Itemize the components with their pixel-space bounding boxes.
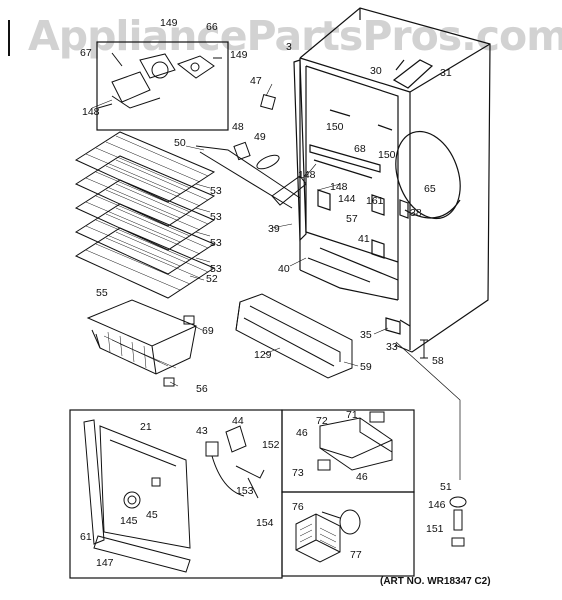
part-label-150: 150 (378, 149, 396, 161)
part-label-61: 61 (80, 531, 92, 543)
part-label-145: 145 (120, 515, 138, 527)
damper-inset (281, 491, 415, 577)
part-label-51: 51 (440, 481, 452, 493)
part-label-59: 59 (360, 361, 372, 373)
watermark: AppliancePartsPros.com (28, 12, 562, 60)
part-label-65: 65 (424, 183, 436, 195)
part-label-76: 76 (292, 501, 304, 513)
part-label-151: 151 (426, 523, 444, 535)
part-label-67: 67 (80, 47, 92, 59)
part-label-77: 77 (350, 549, 362, 561)
part-label-66: 66 (206, 21, 218, 33)
part-label-148: 148 (330, 181, 348, 193)
part-label-33: 33 (386, 341, 398, 353)
part-label-144: 144 (338, 193, 356, 205)
part-label-41: 41 (358, 233, 370, 245)
part-number-labels: 149 149 66 67 148 47 3 30 31 48 49 50 150 68 150 148 148… (80, 17, 452, 569)
part-label-150: 150 (326, 121, 344, 133)
part-label-161: 161 (366, 195, 384, 207)
part-47-block (260, 94, 276, 110)
part-label-72: 72 (316, 415, 328, 427)
part-label-52: 52 (206, 273, 218, 285)
part-label-30: 30 (370, 65, 382, 77)
part-label-39: 39 (268, 223, 280, 235)
part-label-68: 68 (354, 143, 366, 155)
fan-motor-inset (96, 41, 229, 131)
part-label-53: 53 (210, 263, 222, 275)
part-label-57: 57 (346, 213, 358, 225)
part-label-31: 31 (440, 67, 452, 79)
part-label-69: 69 (202, 325, 214, 337)
door-trim-strip (271, 175, 307, 206)
kick-panel (235, 293, 353, 379)
part-label-149: 149 (230, 49, 248, 61)
art-number: (ART NO. WR18347 C2) (380, 576, 491, 587)
part-label-149: 149 (160, 17, 178, 29)
part-label-146: 146 (428, 499, 446, 511)
part-label-148: 148 (298, 169, 316, 181)
part-label-45: 45 (146, 509, 158, 521)
part-label-152: 152 (262, 439, 280, 451)
part-label-55: 55 (96, 287, 108, 299)
part-label-40: 40 (278, 263, 290, 275)
part-label-53: 53 (210, 237, 222, 249)
part-label-154: 154 (256, 517, 274, 529)
part-label-148: 148 (82, 106, 100, 118)
light-socket (233, 141, 280, 170)
part-label-43: 43 (196, 425, 208, 437)
wire-basket (86, 299, 198, 387)
part-label-71: 71 (346, 409, 358, 421)
part-label-50: 50 (174, 137, 186, 149)
freezer-cabinet (293, 7, 491, 353)
part-label-46: 46 (296, 427, 308, 439)
part-label-3: 3 (286, 41, 292, 53)
part-label-46: 46 (356, 471, 368, 483)
part-label-21: 21 (140, 421, 152, 433)
part-label-49: 49 (254, 131, 266, 143)
screw-58 (420, 339, 428, 359)
part-label-35: 35 (360, 329, 372, 341)
thermostat-inset (281, 409, 415, 493)
text-cursor-bar (8, 20, 10, 56)
control-housing-inset (69, 409, 283, 579)
part-label-44: 44 (232, 415, 244, 427)
leveling-leg (449, 496, 467, 508)
part-label-56: 56 (196, 383, 208, 395)
part-label-38: 38 (410, 207, 422, 219)
part-label-47: 47 (250, 75, 262, 87)
part-label-153: 153 (236, 485, 254, 497)
part-label-53: 53 (210, 211, 222, 223)
part-label-48: 48 (232, 121, 244, 133)
part-label-53: 53 (210, 185, 222, 197)
part-label-73: 73 (292, 467, 304, 479)
part-label-58: 58 (432, 355, 444, 367)
part-label-129: 129 (254, 349, 272, 361)
part-label-147: 147 (96, 557, 114, 569)
wire-shelves (74, 131, 216, 299)
